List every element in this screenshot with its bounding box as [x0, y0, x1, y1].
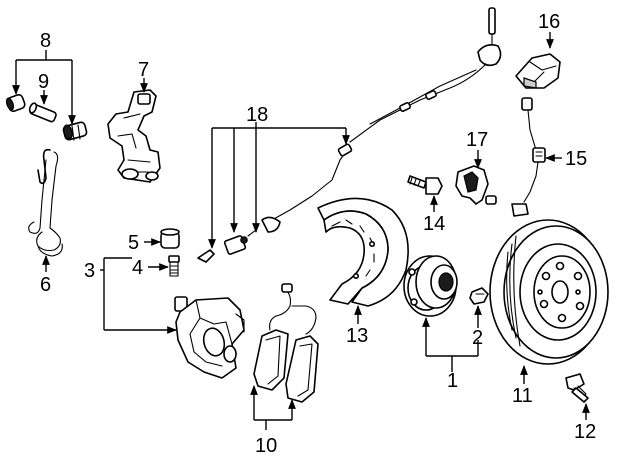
callout-5: 5 [128, 232, 139, 254]
bracket-clip [515, 53, 561, 89]
abs-sensor-cable [197, 7, 502, 263]
callout-15: 15 [565, 148, 587, 170]
splash-shield [317, 197, 409, 307]
callout-2: 2 [472, 327, 483, 349]
callout-12: 12 [574, 421, 596, 443]
callout-1: 1 [447, 370, 458, 392]
callout-9: 9 [38, 71, 49, 93]
callout-labels: 1 2 3 4 5 6 7 8 9 10 11 12 13 14 15 16 1… [38, 11, 596, 457]
callout-13: 13 [346, 325, 368, 347]
callout-11: 11 [512, 385, 533, 407]
callout-6: 6 [40, 274, 51, 296]
caliper-carrier [107, 89, 161, 183]
callout-16: 16 [538, 11, 560, 33]
rotor-screw [565, 373, 589, 403]
callout-10: 10 [255, 435, 277, 457]
callout-14: 14 [423, 213, 445, 235]
abs-sensor [455, 165, 497, 205]
guide-pin [28, 102, 57, 123]
brake-pads [253, 283, 319, 403]
callout-8: 8 [40, 30, 51, 52]
leader-lines [12, 32, 590, 430]
callout-18: 18 [246, 104, 268, 126]
brake-caliper [174, 296, 245, 379]
wheel-hub [403, 255, 458, 317]
callout-7: 7 [138, 59, 149, 81]
bleeder-screw [168, 255, 180, 277]
bleeder-cap [160, 228, 180, 249]
callout-4: 4 [132, 257, 143, 279]
wheel-stud [469, 287, 489, 305]
callout-17: 17 [466, 129, 488, 151]
bolt-14 [407, 175, 443, 195]
sensor-cable [511, 97, 546, 217]
callout-3: 3 [84, 260, 95, 282]
bushing-right [62, 121, 88, 141]
slide-pin-bushings [5, 94, 88, 141]
bushing-left [5, 94, 26, 112]
anti-rattle-clip [28, 148, 63, 257]
brake-rotor [489, 219, 609, 365]
